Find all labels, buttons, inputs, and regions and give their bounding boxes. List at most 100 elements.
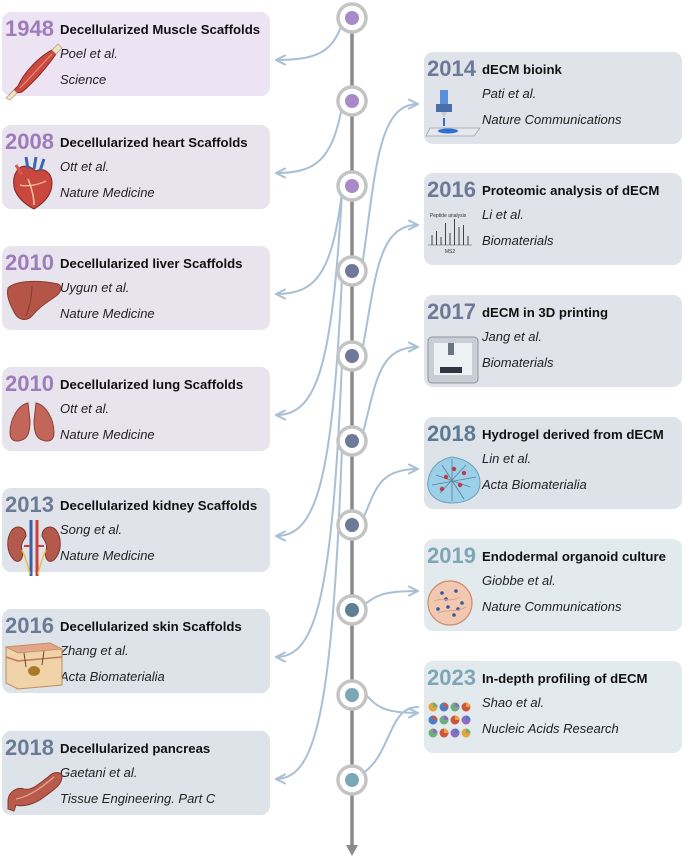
event-authors: Uygun et al. <box>60 280 130 295</box>
event-title: Decellularized lung Scaffolds <box>60 377 244 392</box>
event-journal: Nature Medicine <box>60 185 155 200</box>
connector-right-3-arrowhead <box>408 463 419 475</box>
connector-left-1 <box>275 106 343 174</box>
event-title: dECM in 3D printing <box>482 305 609 320</box>
event-journal: Acta Biomaterialia <box>60 669 165 684</box>
connector-left-6 <box>275 446 343 780</box>
svg-text:MS2: MS2 <box>445 249 456 255</box>
event-authors: Ott et al. <box>60 401 110 416</box>
connector-right-5-arrowhead <box>408 707 419 719</box>
lung-icon <box>4 397 64 455</box>
connector-left-4-arrowhead <box>275 530 286 542</box>
timeline-axis-arrowhead <box>346 845 358 856</box>
profiling-icon <box>426 699 482 747</box>
event-title: Decellularized pancreas <box>60 741 211 756</box>
event-year: 2014 <box>427 56 476 81</box>
connector-right-2-arrowhead <box>408 341 419 353</box>
connector-left-6-arrowhead <box>275 773 286 785</box>
bioink-icon <box>425 90 482 138</box>
event-authors: Shao et al. <box>482 695 545 710</box>
event-year: 2016 <box>5 613 54 638</box>
event-journal: Biomaterials <box>482 355 554 370</box>
connector-left-5-arrowhead <box>275 651 286 663</box>
event-title: Decellularized liver Scaffolds <box>60 256 243 271</box>
event-journal: Nature Medicine <box>60 427 155 442</box>
muscle-icon <box>4 42 64 101</box>
event-authors: Ott et al. <box>60 159 110 174</box>
event-year: 2016 <box>427 177 476 202</box>
event-title: Proteomic analysis of dECM <box>482 183 660 198</box>
connector-right-3 <box>361 468 419 522</box>
event-year: 2018 <box>5 735 54 760</box>
kidney-icon <box>4 518 64 576</box>
event-journal: Biomaterials <box>482 233 554 248</box>
event-journal: Nucleic Acids Research <box>482 721 619 736</box>
timeline-node-3 <box>336 255 368 287</box>
timeline-node-2 <box>336 170 368 202</box>
event-authors: Giobbe et al. <box>482 573 556 588</box>
connector-left-2 <box>275 191 343 295</box>
skin-icon <box>4 639 64 697</box>
connector-left-2-arrowhead <box>275 288 286 300</box>
event-card-2016-proteomic-analysis-of-decm: 2016 Proteomic analysis of dECM Li et al. B… <box>424 173 682 265</box>
event-authors: Li et al. <box>482 207 524 222</box>
event-title: Hydrogel derived from dECM <box>482 427 664 442</box>
event-journal: Acta Biomaterialia <box>482 477 587 492</box>
event-title: Decellularized heart Scaffolds <box>60 135 248 150</box>
event-year: 2018 <box>427 421 476 446</box>
event-journal: Nature Communications <box>482 112 622 127</box>
event-journal: Science <box>60 72 107 87</box>
svg-text:Peptide analysis: Peptide analysis <box>430 213 467 219</box>
organoid-icon <box>426 577 482 626</box>
heart-icon <box>4 155 64 213</box>
event-title: Decellularized kidney Scaffolds <box>60 498 258 513</box>
event-year: 2010 <box>5 371 54 396</box>
connector-right-6 <box>361 706 419 775</box>
event-year: 2019 <box>427 543 476 568</box>
event-authors: Pati et al. <box>482 86 537 101</box>
event-title: Decellularized skin Scaffolds <box>60 619 242 634</box>
event-journal: Nature Medicine <box>60 548 155 563</box>
event-year: 2008 <box>5 129 54 154</box>
connector-right-2 <box>361 346 419 438</box>
timeline-node-0 <box>336 2 368 34</box>
connector-left-0 <box>275 23 343 61</box>
connector-right-1-arrowhead <box>408 219 419 231</box>
event-journal: Nature Communications <box>482 599 622 614</box>
connector-right-0-arrowhead <box>408 98 419 110</box>
timeline-node-7 <box>336 594 368 626</box>
event-card-2018-hydrogel-derived-from-decm: 2018 Hydrogel derived from dECM Lin et al.… <box>424 417 682 509</box>
connector-right-0 <box>361 103 419 268</box>
event-authors: Zhang et al. <box>60 643 129 658</box>
timeline-node-6 <box>336 509 368 541</box>
event-year: 2017 <box>427 299 476 324</box>
event-journal: Tissue Engineering. Part C <box>60 791 216 806</box>
event-year: 1948 <box>5 16 54 41</box>
event-title: dECM bioink <box>482 62 562 77</box>
liver-icon <box>4 276 64 334</box>
event-title: Decellularized Muscle Scaffolds <box>60 22 261 37</box>
event-authors: Song et al. <box>60 522 123 537</box>
event-title: In-depth profiling of dECM <box>482 671 648 686</box>
timeline-node-4 <box>336 340 368 372</box>
timeline-node-9 <box>336 764 368 796</box>
event-authors: Jang et al. <box>482 329 542 344</box>
event-year: 2010 <box>5 250 54 275</box>
event-authors: Lin et al. <box>482 451 532 466</box>
connector-left-3 <box>275 191 343 416</box>
connector-left-0-arrowhead <box>275 54 286 66</box>
printer-icon <box>426 333 482 384</box>
